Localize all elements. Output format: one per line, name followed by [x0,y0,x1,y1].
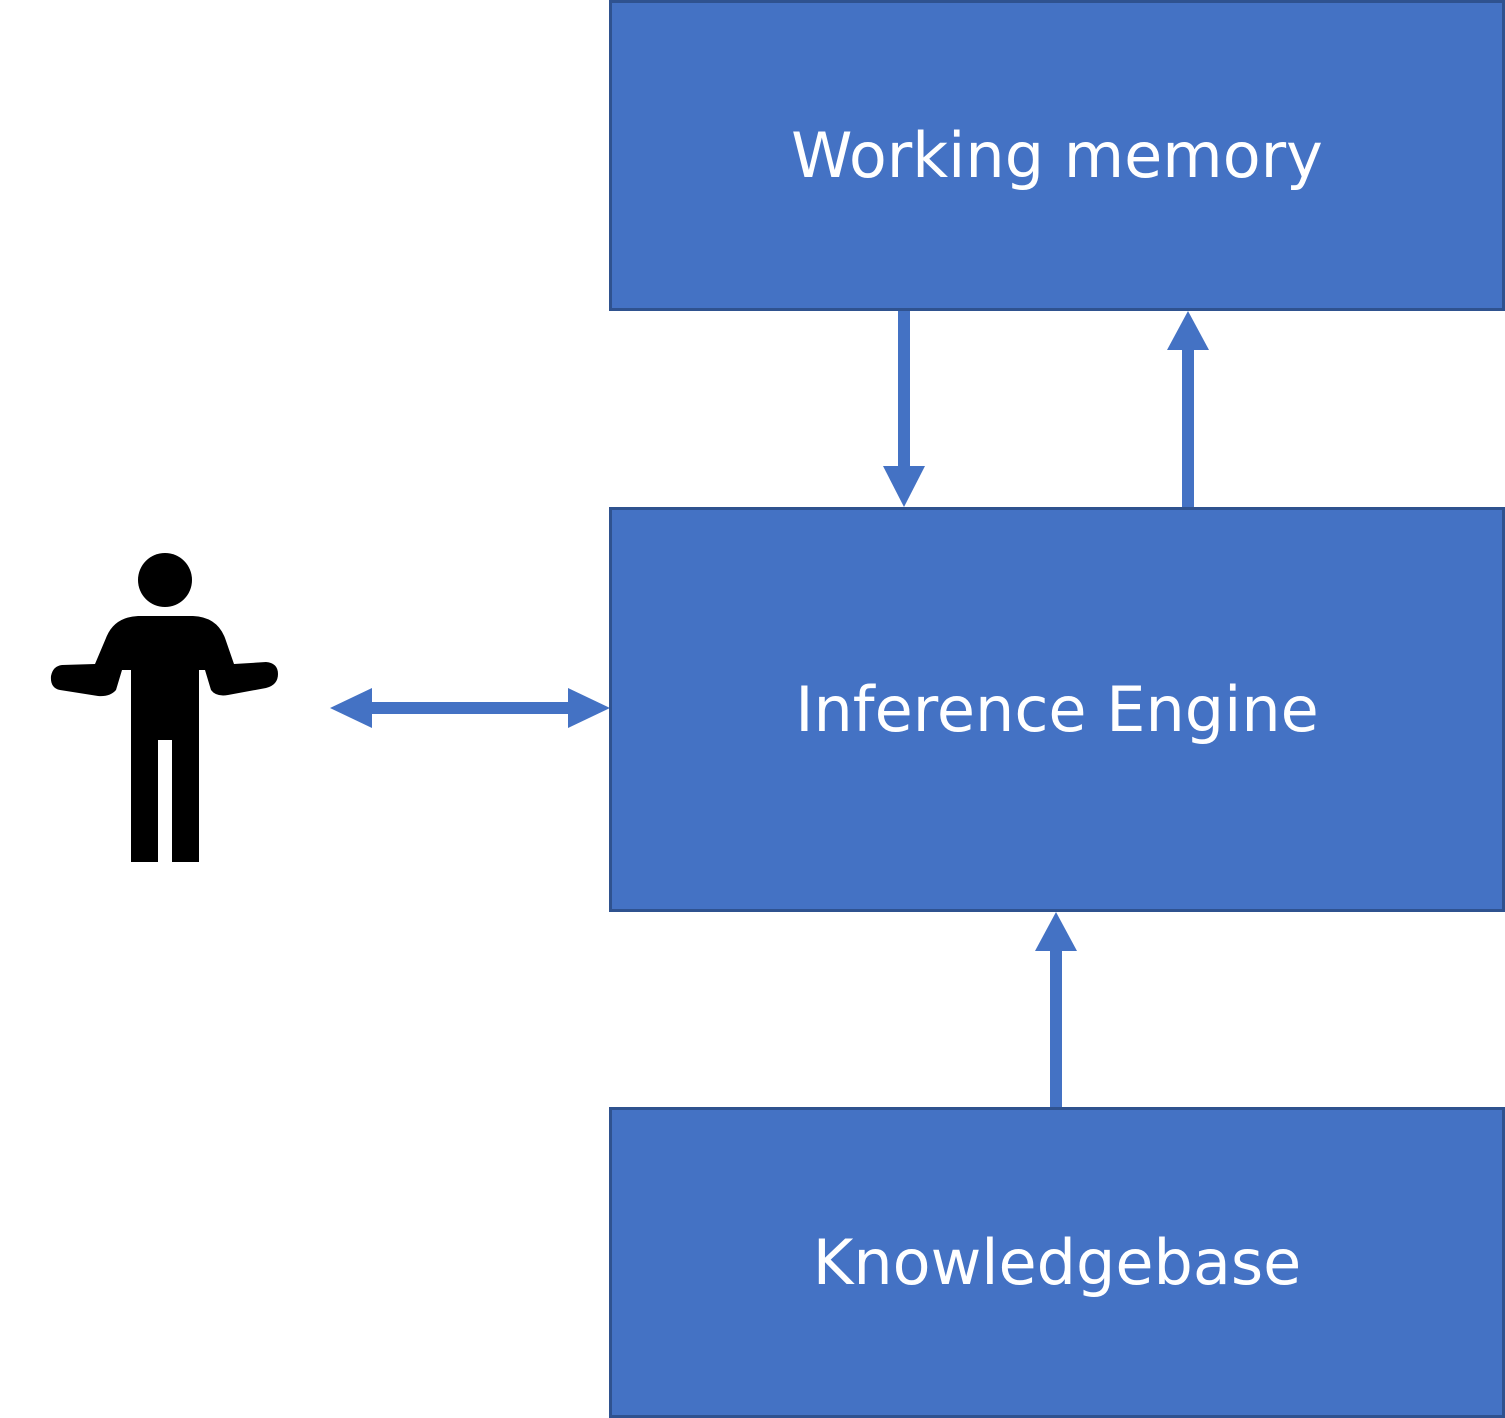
arrow-shaft [898,311,910,468]
arrow-kb-to-ie [1035,912,1077,1107]
inference-engine-box: Inference Engine [609,507,1505,912]
arrow-wm-to-ie [883,311,925,507]
arrow-shaft [1182,348,1194,507]
arrow-head-right [568,688,610,728]
arrow-shaft [1050,948,1062,1107]
arrow-shaft [368,702,572,714]
knowledgebase-box: Knowledgebase [609,1107,1505,1418]
arrow-user-inference [330,688,610,728]
arrow-head-left [330,688,372,728]
person-body [50,616,279,862]
person-head [138,553,192,607]
inference-engine-label: Inference Engine [795,673,1319,746]
arrow-head-down [883,466,925,507]
person-shrug-icon [50,553,279,862]
knowledgebase-label: Knowledgebase [812,1226,1302,1299]
arrow-ie-to-wm [1167,311,1209,507]
arrow-head-up [1035,912,1077,951]
arrow-head-up [1167,311,1209,350]
working-memory-label: Working memory [791,119,1323,192]
working-memory-box: Working memory [609,0,1505,311]
